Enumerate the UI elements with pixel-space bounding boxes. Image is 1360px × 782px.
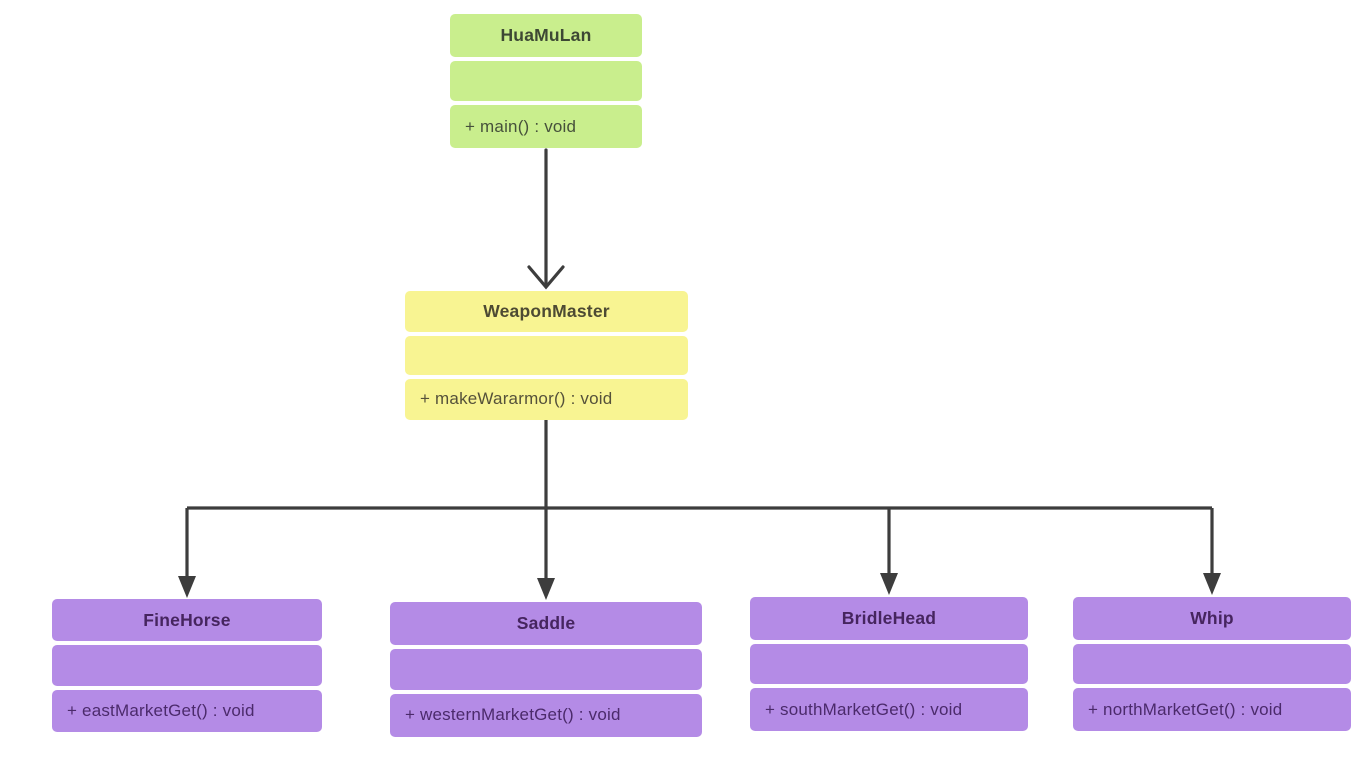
arrowhead-saddle xyxy=(537,578,555,600)
class-box-weaponmaster[interactable]: WeaponMaster + makeWararmor() : void xyxy=(405,291,688,420)
tree-arrowheads xyxy=(178,573,1221,600)
class-method: + westernMarketGet() : void xyxy=(390,693,702,737)
arrowhead-whip xyxy=(1203,573,1221,595)
arrowhead-finehorse xyxy=(178,576,196,598)
arrowhead-bridlehead xyxy=(880,573,898,595)
class-box-saddle[interactable]: Saddle + westernMarketGet() : void xyxy=(390,602,702,737)
class-name: FineHorse xyxy=(52,599,322,642)
class-attributes-empty xyxy=(450,60,642,102)
class-name: BridleHead xyxy=(750,597,1028,640)
class-method: + eastMarketGet() : void xyxy=(52,689,322,732)
class-box-finehorse[interactable]: FineHorse + eastMarketGet() : void xyxy=(52,599,322,732)
class-name: WeaponMaster xyxy=(405,291,688,333)
arrow-huamulan-to-weaponmaster xyxy=(527,148,565,290)
class-name: HuaMuLan xyxy=(450,14,642,57)
tree-weaponmaster-to-children xyxy=(185,420,1214,580)
class-attributes-empty xyxy=(750,643,1028,685)
class-name: Saddle xyxy=(390,602,702,646)
class-box-huamulan[interactable]: HuaMuLan + main() : void xyxy=(450,14,642,149)
class-attributes-empty xyxy=(390,649,702,690)
class-attributes-empty xyxy=(405,336,688,375)
class-method: + northMarketGet() : void xyxy=(1073,688,1351,732)
class-attributes-empty xyxy=(52,645,322,686)
class-attributes-empty xyxy=(1073,643,1351,685)
class-method: + southMarketGet() : void xyxy=(750,688,1028,732)
class-box-bridlehead[interactable]: BridleHead + southMarketGet() : void xyxy=(750,597,1028,732)
class-box-whip[interactable]: Whip + northMarketGet() : void xyxy=(1073,597,1351,732)
class-method: + main() : void xyxy=(450,105,642,149)
class-method: + makeWararmor() : void xyxy=(405,378,688,420)
class-name: Whip xyxy=(1073,597,1351,640)
